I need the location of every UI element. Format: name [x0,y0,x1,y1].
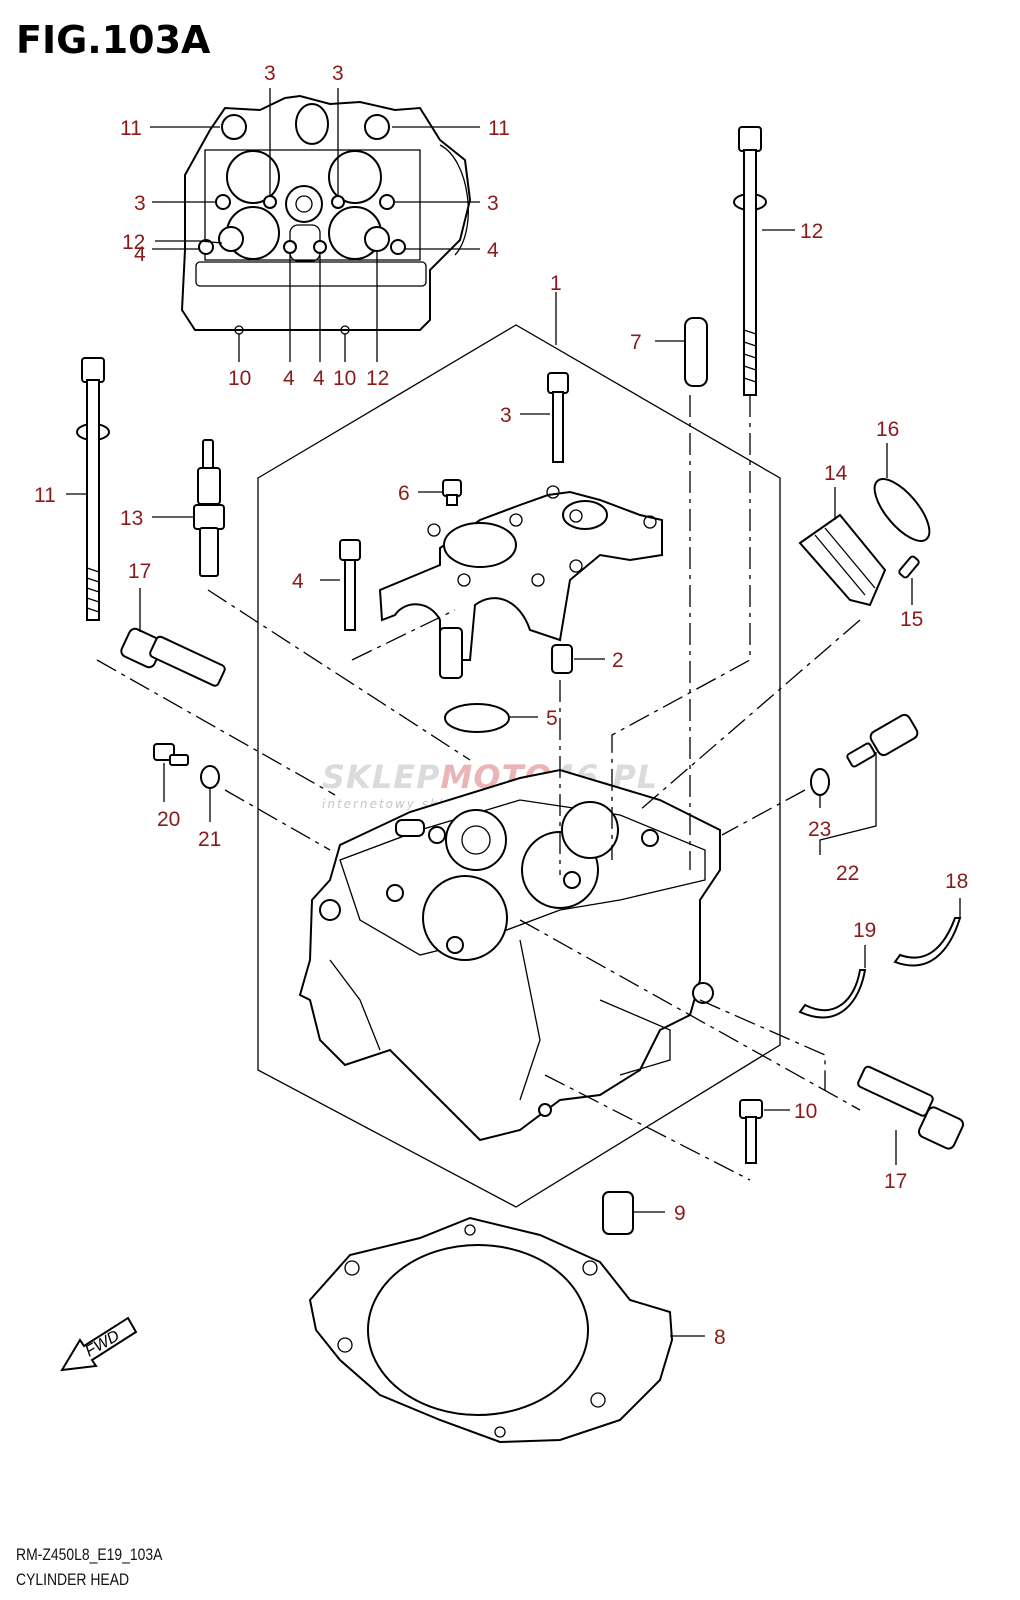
bolt-10 [739,1099,763,1164]
callout-9: 9 [674,1202,686,1225]
bolt-17-right [857,1065,965,1150]
head-top-view [180,94,472,335]
intake-pipe [798,513,887,607]
callout-2: 2 [612,649,624,672]
callout-3: 3 [487,192,499,215]
callout-4: 4 [313,367,325,390]
stud-7 [684,317,708,387]
callout-17: 17 [128,560,151,583]
o-ring-5 [444,703,510,733]
callout-3: 3 [500,404,512,427]
callout-23: 23 [808,818,831,841]
clamp-16 [873,478,931,542]
callout-3: 3 [264,62,276,85]
sensor-22 [846,713,919,768]
bolt-3 [547,372,569,463]
bolt-20 [153,743,189,766]
assembly-outline [257,324,781,1208]
callout-17: 17 [884,1170,907,1193]
callout-10: 10 [228,367,251,390]
figure-title: FIG.103A [16,18,211,62]
gasket-23 [810,768,830,796]
bolt-4 [339,539,361,631]
callout-7: 7 [630,331,642,354]
callout-6: 6 [398,482,410,505]
washer-21 [200,765,220,789]
spark-plug [193,439,225,577]
figure-name: CYLINDER HEAD [16,1570,130,1589]
callout-14: 14 [824,462,848,485]
callout-22: 22 [836,862,859,885]
callout-11: 11 [34,484,56,507]
clip-19 [798,969,867,1019]
callout-3: 3 [332,62,344,85]
callout-numbers: 11 11 3 3 3 3 12 4 4 10 4 4 10 12 1 7 12… [34,62,968,1349]
callout-8: 8 [714,1326,726,1349]
plug-6 [442,479,462,506]
callout-10: 10 [794,1100,817,1123]
fwd-arrow-icon: FWD [60,1316,138,1372]
callout-15: 15 [900,608,923,631]
callout-16: 16 [876,418,899,441]
callout-20: 20 [157,808,180,831]
cylinder-head-gasket [308,1216,674,1444]
callout-19: 19 [853,919,876,942]
callout-3: 3 [134,192,146,215]
callout-12: 12 [122,231,145,254]
callout-4: 4 [283,367,295,390]
camshaft-holder [378,485,663,679]
clip-18 [893,917,962,967]
callout-1: 1 [550,272,562,295]
callout-13: 13 [120,507,143,530]
leader-lines [66,88,961,1337]
screw-15 [898,555,920,579]
dowel-pin-2 [551,644,573,674]
callout-11: 11 [120,117,142,140]
callout-11: 11 [488,117,510,140]
callout-18: 18 [945,870,968,893]
bolt-17-left [120,627,226,687]
watermark-brand-a: SKLEP [322,758,441,796]
dowel-pin-9 [602,1191,634,1235]
callout-5: 5 [546,707,558,730]
centerlines [96,395,861,1181]
callout-10: 10 [333,367,356,390]
callout-12: 12 [366,367,389,390]
cylinder-head [298,768,721,1142]
callout-4: 4 [487,239,499,262]
callout-21: 21 [198,828,221,851]
callout-4: 4 [134,243,146,266]
callout-4: 4 [292,570,304,593]
figure-code: RM-Z450L8_E19_103A [16,1545,163,1564]
bolt-12-right [733,126,767,396]
bolt-11-left [76,357,110,621]
callout-12: 12 [800,220,823,243]
